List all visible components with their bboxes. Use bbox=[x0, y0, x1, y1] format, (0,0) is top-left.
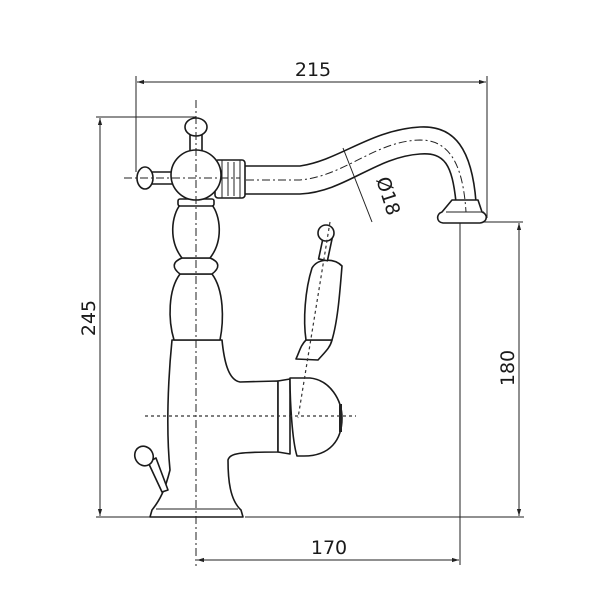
dimension-spout-height: 180 bbox=[462, 221, 523, 516]
dimension-height: 245 bbox=[78, 116, 524, 518]
dimension-spout-reach: 170 bbox=[197, 222, 461, 565]
lever-handle bbox=[277, 221, 343, 457]
dimension-label-170: 170 bbox=[311, 537, 347, 559]
faucet-body bbox=[149, 198, 279, 518]
popup-rod-knob bbox=[133, 445, 169, 493]
dimension-width: 215 bbox=[135, 59, 488, 218]
dimension-label-diameter: Ø18 bbox=[371, 174, 404, 218]
dimension-label-215: 215 bbox=[295, 59, 331, 81]
spout-collar bbox=[214, 159, 246, 199]
dimension-label-180: 180 bbox=[497, 350, 519, 386]
spout: Ø18 bbox=[243, 126, 488, 224]
dimension-label-245: 245 bbox=[78, 300, 100, 336]
top-cartridge bbox=[136, 117, 222, 201]
